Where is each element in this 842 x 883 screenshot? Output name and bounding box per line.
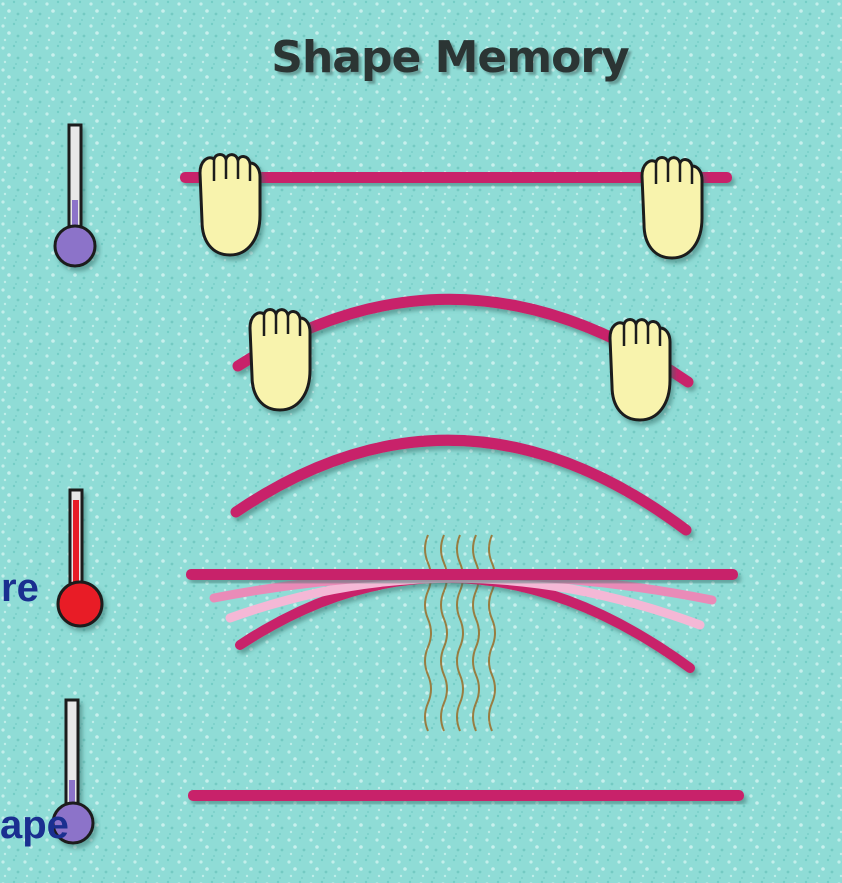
hand-icon (642, 158, 702, 259)
figure-title: Shape Memory (0, 32, 842, 83)
side-label-upper: re (1, 568, 39, 608)
wire-straight-4 (186, 569, 738, 580)
hand-icon (610, 320, 670, 421)
wire-straight-5 (188, 790, 744, 801)
hand-icon (250, 310, 310, 411)
hand-icon (200, 155, 260, 256)
side-label-lower: ape (0, 805, 69, 845)
